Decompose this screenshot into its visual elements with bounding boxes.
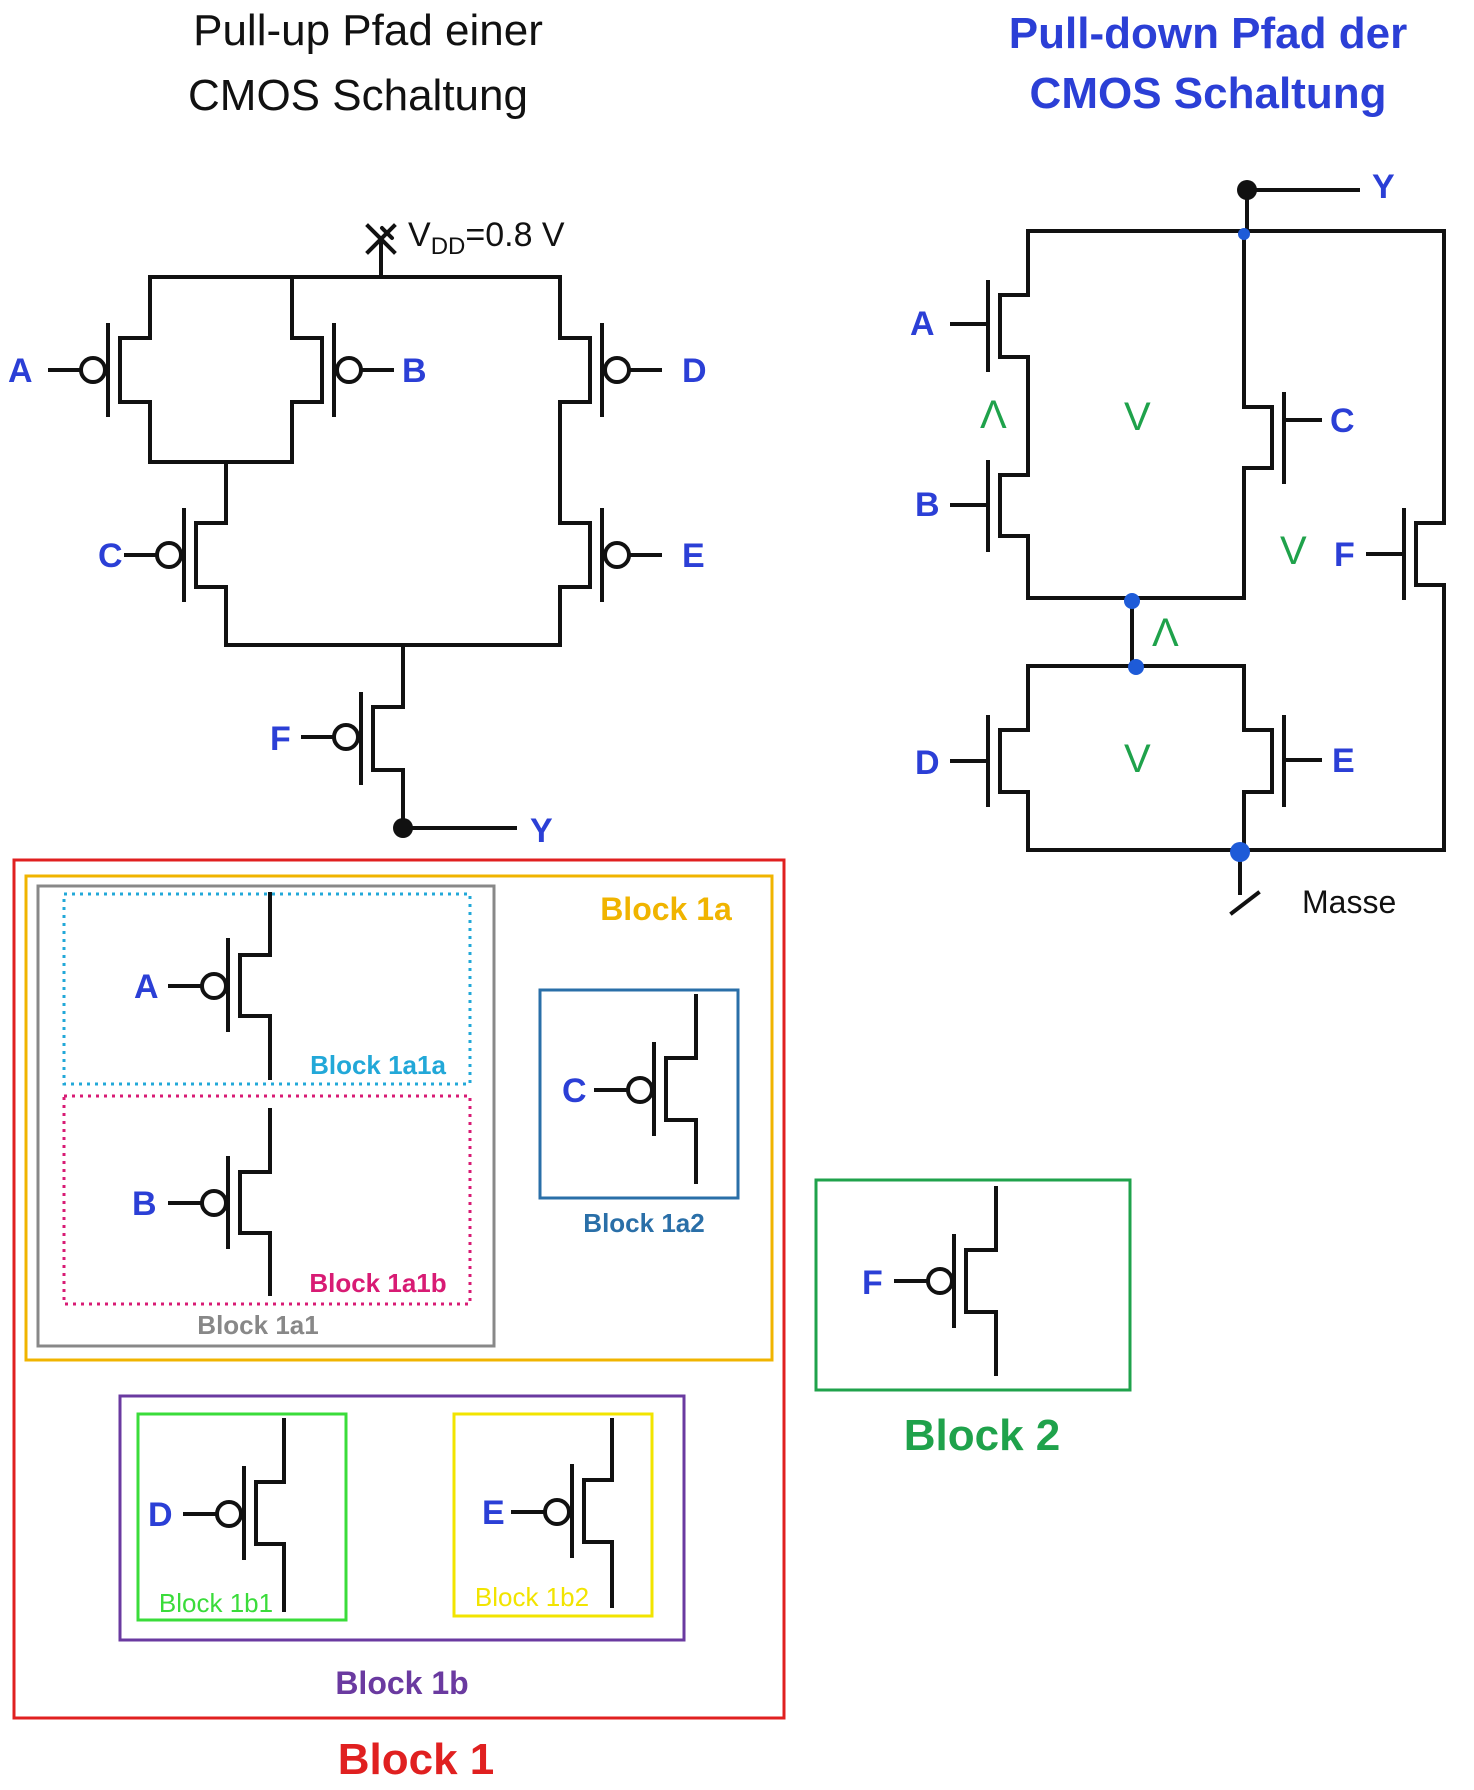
pulldown-output-label: Y — [1372, 168, 1395, 206]
pullup-transistor-d — [588, 323, 662, 417]
block1a1b-label: Block 1a1b — [309, 1268, 446, 1298]
block1b2-label: Block 1b2 — [475, 1582, 589, 1612]
vdd-terminal — [365, 223, 397, 279]
block1a1b-transistor — [168, 1108, 272, 1296]
block2-transistor — [894, 1186, 998, 1376]
pullup-network: VDD=0.8 V A B C — [8, 216, 707, 850]
block1-label: Block 1 — [338, 1735, 495, 1784]
vdd-label: VDD=0.8 V — [408, 216, 565, 260]
block2-frame — [814, 1178, 1132, 1392]
operator-and: Λ — [980, 393, 1007, 437]
pullup-label-c: C — [98, 537, 123, 575]
pullup-output-label: Y — [530, 812, 553, 850]
pulldown-title-line2: CMOS Schaltung — [1030, 69, 1387, 118]
block2-input-label: F — [862, 1264, 883, 1302]
block1a-label: Block 1a — [600, 891, 732, 927]
pulldown-label-a: A — [910, 305, 935, 343]
block-diagram: Block 1 Block 1a Block 1a1 Block 1a1a A … — [12, 858, 1132, 1784]
pullup-transistor-a — [48, 323, 122, 417]
block1b-frame — [118, 1394, 686, 1642]
pulldown-label-c: C — [1330, 402, 1355, 440]
pulldown-title-line1: Pull-down Pfad der — [1009, 9, 1407, 58]
block1a1a-frame — [62, 892, 472, 1086]
pulldown-transistor-f — [1366, 508, 1418, 600]
pullup-label-b: B — [402, 352, 427, 390]
pullup-label-f: F — [270, 720, 291, 758]
node-dot — [1238, 228, 1250, 240]
block1b1-input-label: D — [148, 1496, 173, 1534]
pullup-transistor-f — [301, 692, 375, 785]
operator-and: Λ — [1152, 611, 1179, 655]
block1b1-label: Block 1b1 — [159, 1588, 273, 1618]
pullup-transistor-b — [320, 323, 394, 417]
block1b1-frame — [136, 1412, 348, 1622]
block1a2-label: Block 1a2 — [583, 1208, 704, 1238]
block1-frame — [12, 858, 786, 1720]
block1b2-input-label: E — [482, 1494, 505, 1532]
pulldown-label-e: E — [1332, 742, 1355, 780]
pulldown-label-b: B — [915, 486, 940, 524]
pullup-label-d: D — [682, 352, 707, 390]
block1a-frame — [24, 874, 774, 1362]
pullup-transistor-c — [124, 508, 198, 602]
pulldown-transistor-c — [1270, 392, 1322, 484]
operator-or: V — [1124, 737, 1151, 781]
block1a1a-input-label: A — [134, 968, 159, 1006]
block1a1-frame — [36, 884, 496, 1348]
block1b2-frame — [452, 1412, 654, 1618]
block1b1-transistor — [183, 1418, 286, 1612]
pulldown-label-d: D — [915, 744, 940, 782]
pulldown-transistor-e — [1270, 715, 1322, 807]
pulldown-label-f: F — [1334, 536, 1355, 574]
block1a1a-transistor — [168, 892, 272, 1080]
pulldown-transistor-a — [950, 280, 1002, 372]
block2-label: Block 2 — [904, 1411, 1061, 1460]
pullup-title-line1: Pull-up Pfad einer — [193, 6, 543, 55]
node-dot — [1124, 593, 1140, 609]
block1b-label: Block 1b — [335, 1665, 468, 1701]
node-dot — [1128, 659, 1144, 675]
ground-label: Masse — [1302, 884, 1396, 920]
pullup-transistor-e — [588, 508, 662, 602]
node-dot — [1230, 842, 1250, 862]
pullup-label-a: A — [8, 352, 33, 390]
block1a2-input-label: C — [562, 1072, 587, 1110]
block1b2-transistor — [511, 1418, 614, 1608]
block1a1b-input-label: B — [132, 1185, 157, 1223]
pulldown-transistor-d — [950, 715, 1002, 807]
block1a2-transistor — [594, 994, 698, 1184]
pullup-title-line2: CMOS Schaltung — [188, 71, 528, 120]
pullup-label-e: E — [682, 537, 705, 575]
block1a1-label: Block 1a1 — [197, 1310, 318, 1340]
block1a1b-frame — [62, 1094, 472, 1306]
pulldown-transistor-b — [950, 460, 1002, 552]
pulldown-network: Y A B C D — [910, 168, 1446, 920]
block1a1a-label: Block 1a1a — [310, 1050, 446, 1080]
operator-or: V — [1124, 395, 1151, 439]
block1a2-frame — [538, 988, 740, 1200]
operator-or: V — [1280, 529, 1307, 573]
